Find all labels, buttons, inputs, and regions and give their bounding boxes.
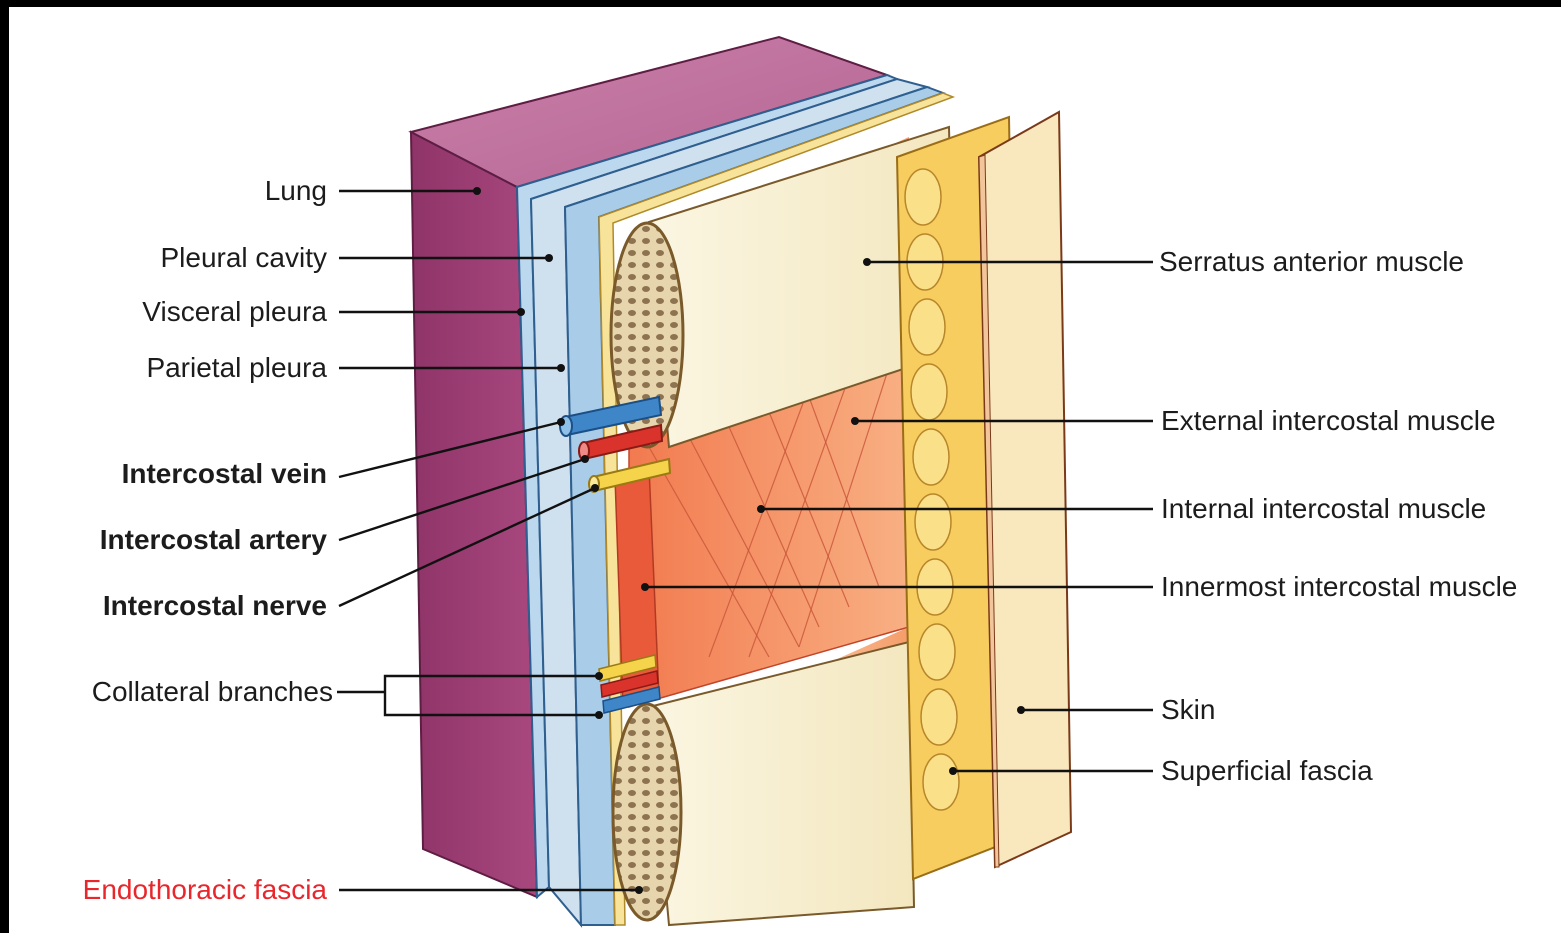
label-endothoracic-fascia: Endothoracic fascia — [83, 876, 327, 904]
label-parietal-pleura: Parietal pleura — [146, 354, 327, 382]
label-external-intercostal: External intercostal muscle — [1161, 407, 1496, 435]
label-intercostal-nerve: Intercostal nerve — [103, 592, 327, 620]
label-serratus-anterior: Serratus anterior muscle — [1159, 248, 1464, 276]
label-lung: Lung — [265, 177, 327, 205]
lower-rib-marrow — [613, 704, 681, 920]
label-internal-intercostal: Internal intercostal muscle — [1161, 495, 1486, 523]
label-collateral-branches: Collateral branches — [92, 678, 333, 706]
label-intercostal-vein: Intercostal vein — [122, 460, 327, 488]
label-superficial-fascia: Superficial fascia — [1161, 757, 1373, 785]
label-visceral-pleura: Visceral pleura — [142, 298, 327, 326]
label-innermost-intercostal: Innermost intercostal muscle — [1161, 573, 1517, 601]
label-skin: Skin — [1161, 696, 1215, 724]
diagram-canvas: Lung Pleural cavity Visceral pleura Pari… — [9, 7, 1561, 933]
label-intercostal-artery: Intercostal artery — [100, 526, 327, 554]
label-pleural-cavity: Pleural cavity — [160, 244, 327, 272]
